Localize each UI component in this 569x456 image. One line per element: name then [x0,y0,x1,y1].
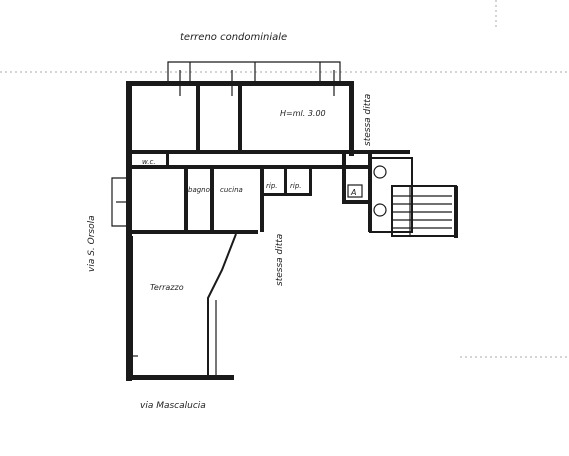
top-fence [167,61,341,84]
stair-column-1 [373,165,387,179]
wall-left [126,81,132,381]
wall-bagno-right [210,168,214,232]
label-stessa-ditta-mid: stessa ditta [275,234,285,286]
label-rip-1: rip. [266,182,278,190]
wall-divider-1 [196,84,200,152]
label-terrazzo: Terrazzo [150,283,184,292]
wall-bottom [126,375,234,380]
wall-rip-divider [284,168,287,196]
wc-wall [166,152,169,168]
wall-right-upper [349,81,354,156]
label-via-mascalucia: via Mascalucia [140,401,206,411]
wall-mid-bottom [132,165,372,169]
stair-column-2 [373,203,387,217]
wall-bagno-left [184,168,188,232]
label-wc: w.c. [142,158,156,166]
wall-stair-right [454,186,458,238]
wall-cucina-right [260,168,264,232]
wall-rip-bottom [262,193,312,196]
annex-room-a [347,184,363,198]
wall-terrace-top [132,230,258,234]
label-cucina: cucina [220,186,243,194]
wall-annex-bottom [342,200,372,204]
wall-annex-left [342,154,346,204]
wall-rip-right [309,168,312,196]
label-bagno: bagno [188,186,210,194]
label-terreno: terreno condominiale [180,32,287,43]
label-rip-2: rip. [290,182,302,190]
wall-top [126,81,354,86]
label-via-s-orsola: via S. Orsola [87,215,97,272]
label-stessa-ditta-upper: stessa ditta [363,94,373,146]
wall-mid-top [126,150,410,154]
label-room-height: H=ml. 3.00 [280,109,326,118]
label-a: A [350,188,356,197]
window-bay [111,177,130,227]
wall-divider-2 [238,84,242,152]
terrace-edge-right [207,233,237,375]
